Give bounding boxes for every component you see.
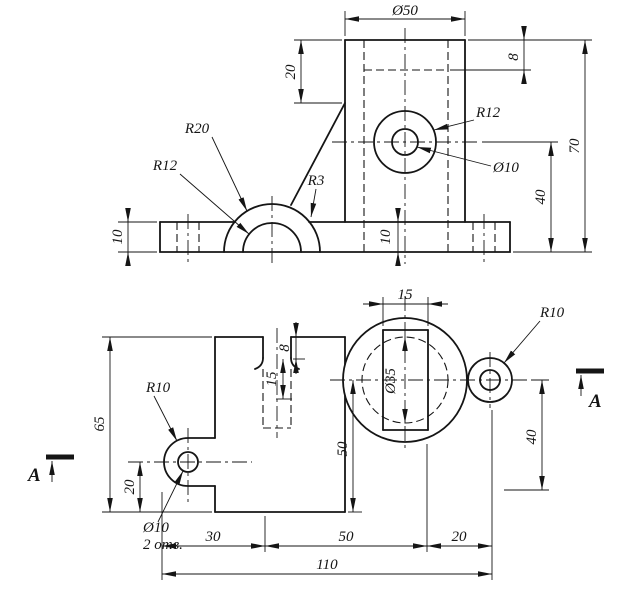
- front-view-labels: Ø50 8 20 70 40 10 10 R20 R12 R3 R12 Ø10: [110, 3, 583, 245]
- plan-dim-20-left-label: 20: [122, 479, 138, 495]
- section-label-right: А: [588, 391, 602, 412]
- front-label-r12-left: R12: [152, 158, 178, 174]
- leader-r10-right: [503, 320, 541, 364]
- plan-dim-chain-30-label: 30: [205, 529, 222, 545]
- leader-d10: [416, 146, 492, 167]
- plan-label-r10-left: R10: [145, 380, 171, 396]
- plan-view-outline: [163, 317, 513, 513]
- section-marker-right: А: [576, 368, 604, 412]
- plan-view-centerlines: [128, 296, 532, 502]
- front-label-r3: R3: [307, 173, 325, 189]
- plan-dim-50-label: 50: [335, 441, 351, 457]
- plan-hole-note-count: 2 отв.: [143, 537, 183, 553]
- front-dim-40-label: 40: [533, 189, 549, 205]
- front-dim-8-label: 8: [506, 53, 522, 61]
- front-view-outline: [159, 39, 511, 253]
- front-dim-20-label: 20: [283, 64, 299, 80]
- front-view-centerlines: [187, 28, 485, 264]
- section-marker-left: А: [27, 454, 74, 486]
- plan-view-labels: 15 R10 8 15 Ø35 65 R10 20 50 40 Ø10 2 от…: [92, 287, 565, 573]
- plan-dim-chain-20-label: 20: [452, 529, 468, 545]
- plan-dim-15-top-label: 15: [398, 287, 414, 303]
- front-label-d10: Ø10: [492, 160, 519, 176]
- front-dim-10-mid-label: 10: [378, 229, 394, 245]
- front-dim-10-left-label: 10: [110, 229, 126, 245]
- leader-r10-left: [153, 395, 178, 442]
- plan-dim-15-side-label: 15: [264, 371, 280, 387]
- plan-label-r10-right: R10: [539, 305, 565, 321]
- front-dim-70-label: 70: [567, 138, 583, 154]
- leader-r12-left: [179, 173, 250, 235]
- plan-dim-110-label: 110: [316, 557, 338, 573]
- front-dim-d50-label: Ø50: [391, 3, 418, 19]
- front-label-r12-right: R12: [475, 105, 501, 121]
- front-view-dimension-lines: [118, 11, 592, 266]
- front-view-hidden-lines: [176, 40, 496, 252]
- section-label-left: А: [27, 465, 41, 486]
- plan-hole-note-diameter: Ø10: [142, 520, 169, 536]
- plan-dim-d35-label: Ø35: [383, 368, 399, 395]
- plan-dim-chain-50-label: 50: [339, 529, 355, 545]
- leader-r12-right: [433, 119, 475, 131]
- front-label-r20: R20: [184, 121, 210, 137]
- leader-hole-note: [157, 470, 184, 523]
- leader-r20: [211, 136, 248, 212]
- plan-view-dimension-lines: [102, 297, 549, 580]
- leader-r3: [310, 188, 317, 218]
- plan-dim-65-label: 65: [92, 416, 108, 432]
- plan-dim-8-label: 8: [277, 344, 293, 352]
- plan-dim-40-label: 40: [524, 429, 540, 445]
